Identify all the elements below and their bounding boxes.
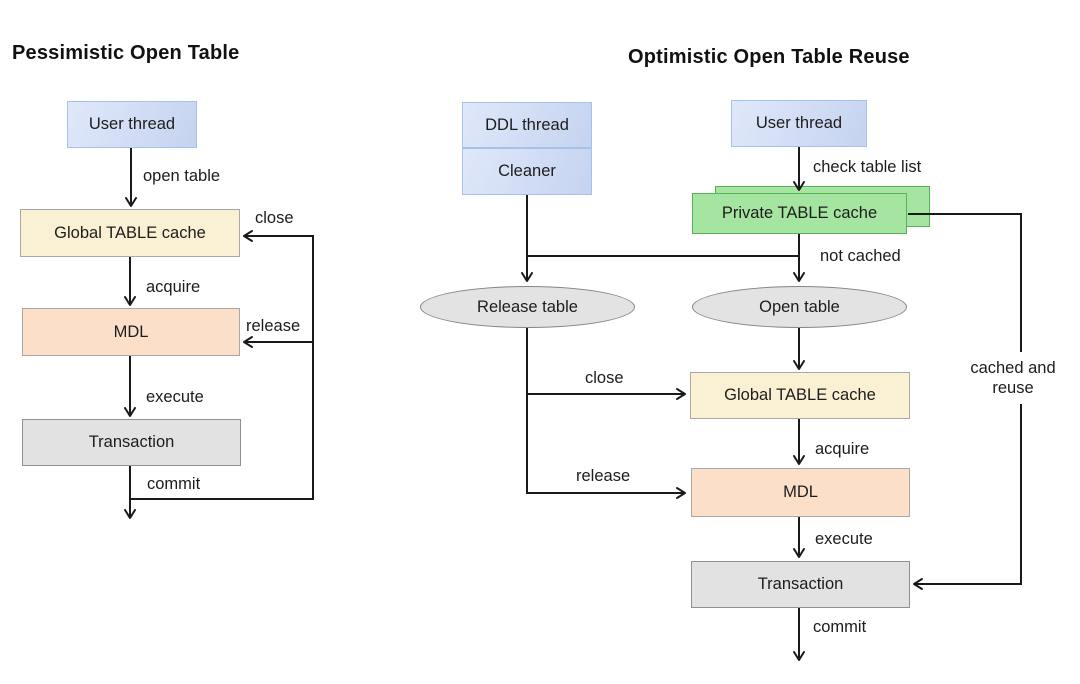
right-node-ddl-thread: DDL thread [462, 102, 592, 148]
left-node-transaction: Transaction [22, 419, 241, 466]
right-edge-label-not-cached: not cached [820, 247, 901, 265]
right-edge-label-release: release [576, 467, 631, 485]
right-node-private-table-cache: Private TABLE cache [692, 193, 907, 234]
right-edge-label-close: close [585, 369, 624, 387]
right-edge-label-acquire: acquire [815, 440, 870, 458]
right-node-mdl: MDL [691, 468, 910, 517]
right-node-transaction: Transaction [691, 561, 910, 608]
right-node-user-thread: User thread [731, 100, 867, 147]
left-edge-label-commit: commit [147, 475, 201, 493]
left-node-user-thread: User thread [67, 101, 197, 148]
right-edge-label-execute: execute [815, 530, 873, 548]
left-edge-label-release: release [246, 317, 301, 335]
right-arrow-cached-reuse [913, 404, 1022, 590]
right-node-release-table: Release table [420, 286, 635, 328]
left-edge-label-close: close [255, 209, 294, 227]
left-node-mdl: MDL [22, 308, 240, 356]
right-diagram-title: Optimistic Open Table Reuse [628, 46, 910, 68]
right-node-open-table: Open table [692, 286, 907, 328]
right-cached-reuse-line-top [908, 213, 1022, 352]
right-node-cleaner: Cleaner [462, 148, 592, 195]
left-edge-label-open-table: open table [143, 167, 221, 185]
left-edge-label-execute: execute [146, 388, 204, 406]
left-diagram-title: Pessimistic Open Table [12, 42, 240, 64]
right-edge-label-commit: commit [813, 618, 867, 636]
right-edge-label-check-table-list: check table list [813, 158, 922, 176]
right-edge-label-cached-and-reuse: cached and reuse [957, 358, 1069, 398]
left-node-global-table-cache: Global TABLE cache [20, 209, 240, 257]
right-node-global-table-cache: Global TABLE cache [690, 372, 910, 419]
left-edge-label-acquire: acquire [146, 278, 201, 296]
